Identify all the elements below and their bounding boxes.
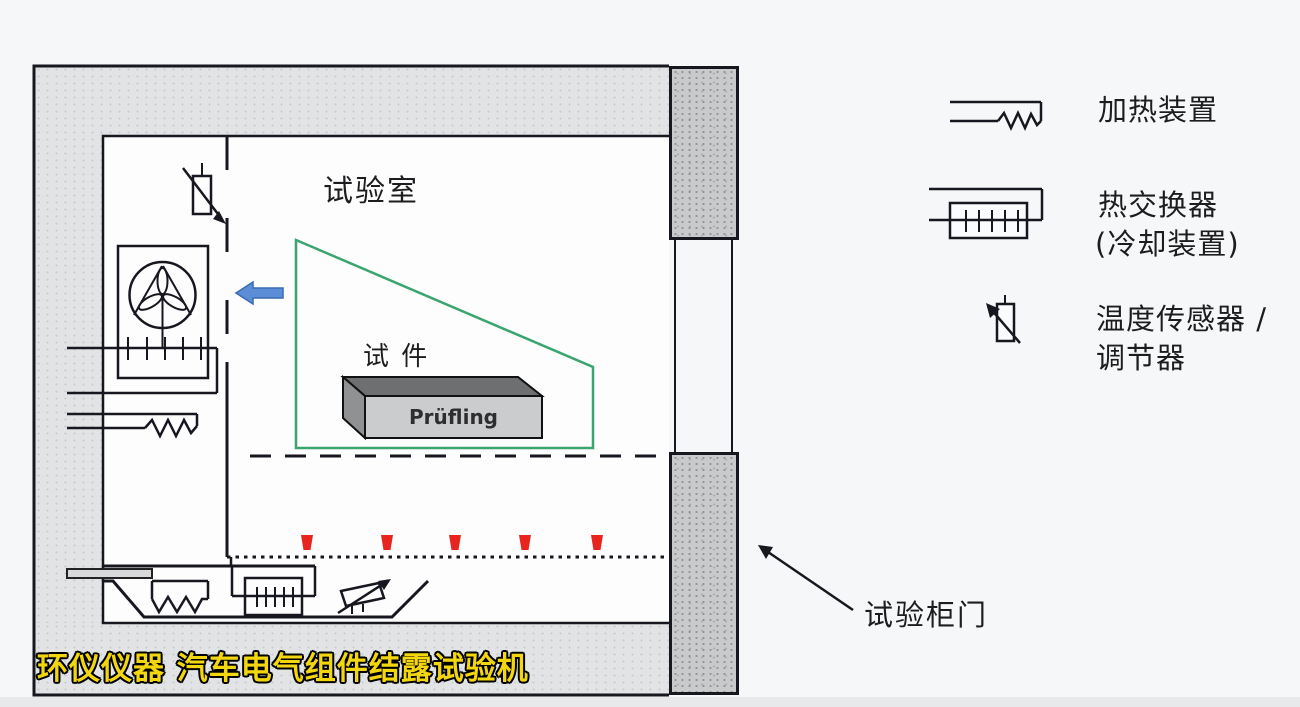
- legend-label-heat-exchanger-line2: (冷却装置): [1095, 227, 1240, 261]
- specimen-label: 试 件: [363, 342, 430, 372]
- legend-label-heat-exchanger-line1: 热交换器: [1098, 188, 1219, 222]
- page-bottom-strip: [0, 697, 1300, 707]
- legend-label-heater: 加热装置: [1098, 93, 1219, 127]
- test-room-label: 试验室: [323, 174, 419, 209]
- door-upper-block: [669, 66, 739, 240]
- legend-label-sensor-line1: 温度传感器 /: [1096, 302, 1267, 336]
- door-window: [674, 240, 733, 452]
- legend-label-sensor-line2: 调节器: [1096, 341, 1187, 375]
- chamber-wall-top: [34, 66, 669, 136]
- heat-exchanger-symbol: [929, 187, 1044, 240]
- door-lower-block: [669, 452, 739, 695]
- specimen-box-label: Prüfling: [409, 405, 498, 429]
- heater-symbol: [950, 100, 1043, 132]
- door-pointer-arrow: [758, 545, 854, 612]
- chamber-wall-left: [34, 136, 103, 623]
- door-label: 试验柜门: [864, 598, 989, 632]
- temperature-sensor-symbol: [986, 295, 1021, 344]
- watermark-banner: 环仪仪器 汽车电气组件结露试验机: [37, 651, 529, 687]
